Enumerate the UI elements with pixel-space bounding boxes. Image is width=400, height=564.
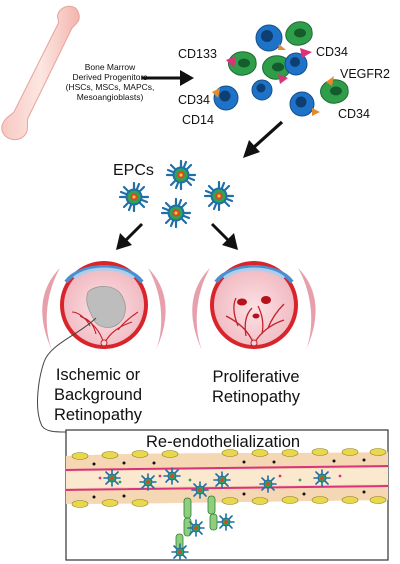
reendothelialization-title: Re-endothelialization xyxy=(146,433,300,451)
green-cell xyxy=(285,21,313,46)
ischemic-line-2: Background xyxy=(54,386,142,404)
progenitor-cell-cluster xyxy=(212,21,349,117)
epc-cell xyxy=(259,475,277,493)
epc-cell xyxy=(191,481,209,499)
blue-cell xyxy=(284,52,308,76)
epc-cell xyxy=(103,469,121,487)
marker-cd34-left: CD34 xyxy=(178,93,210,107)
ischemic-caption: Ischemic or Background Retinopathy xyxy=(54,366,143,424)
blue-cell xyxy=(289,91,320,117)
marker-vegfr2: VEGFR2 xyxy=(340,67,390,81)
blue-cell xyxy=(251,79,273,101)
epc-cell xyxy=(313,469,331,487)
progenitors-line-4: Mesoangioblasts) xyxy=(77,92,144,102)
proliferative-caption: Proliferative Retinopathy xyxy=(212,368,301,406)
arrow-to-ischemic xyxy=(116,222,144,250)
epc-cell xyxy=(217,513,235,531)
proliferative-line-2: Retinopathy xyxy=(212,388,301,406)
epc-cell xyxy=(163,467,181,485)
epc-cell xyxy=(213,471,231,489)
blue-cell xyxy=(212,85,239,111)
eye-proliferative xyxy=(192,261,316,350)
marker-cd133: CD133 xyxy=(178,47,217,61)
ischemic-line-1: Ischemic or xyxy=(56,366,141,384)
epc-cell xyxy=(165,159,197,191)
epcs-label: EPCs xyxy=(113,162,154,179)
eye-ischemic xyxy=(42,261,166,350)
arrow-to-epcs xyxy=(243,120,284,158)
connector-line xyxy=(37,317,97,433)
epc-cell xyxy=(118,181,150,213)
bone-illustration xyxy=(1,5,80,141)
marker-cd14: CD14 xyxy=(182,113,214,127)
epc-cell xyxy=(187,519,205,537)
blue-cell xyxy=(255,24,286,52)
epc-cell xyxy=(203,180,235,212)
ischemic-line-3: Retinopathy xyxy=(54,406,143,424)
green-cell xyxy=(320,76,349,104)
progenitors-label: Bone Marrow Derived Progenitors (HSCs, M… xyxy=(66,62,155,102)
epc-cell xyxy=(160,197,192,229)
marker-labels: CD133 CD34 VEGFR2 CD34 CD14 CD34 xyxy=(178,45,390,127)
progenitors-line-3: (HSCs, MSCs, MAPCs, xyxy=(66,82,155,92)
reendothelialization-panel: Re-endothelialization xyxy=(65,429,389,561)
progenitors-line-1: Bone Marrow xyxy=(85,62,136,72)
marker-cd34-top: CD34 xyxy=(316,45,348,59)
proliferative-line-1: Proliferative xyxy=(212,368,299,386)
arrow-to-proliferative xyxy=(210,222,238,250)
arrow-to-cells xyxy=(142,70,194,86)
green-cell xyxy=(226,51,257,76)
epc-cell xyxy=(171,543,189,561)
progenitors-line-2: Derived Progenitors xyxy=(72,72,147,82)
marker-cd34-right: CD34 xyxy=(338,107,370,121)
epc-cell xyxy=(139,473,157,491)
